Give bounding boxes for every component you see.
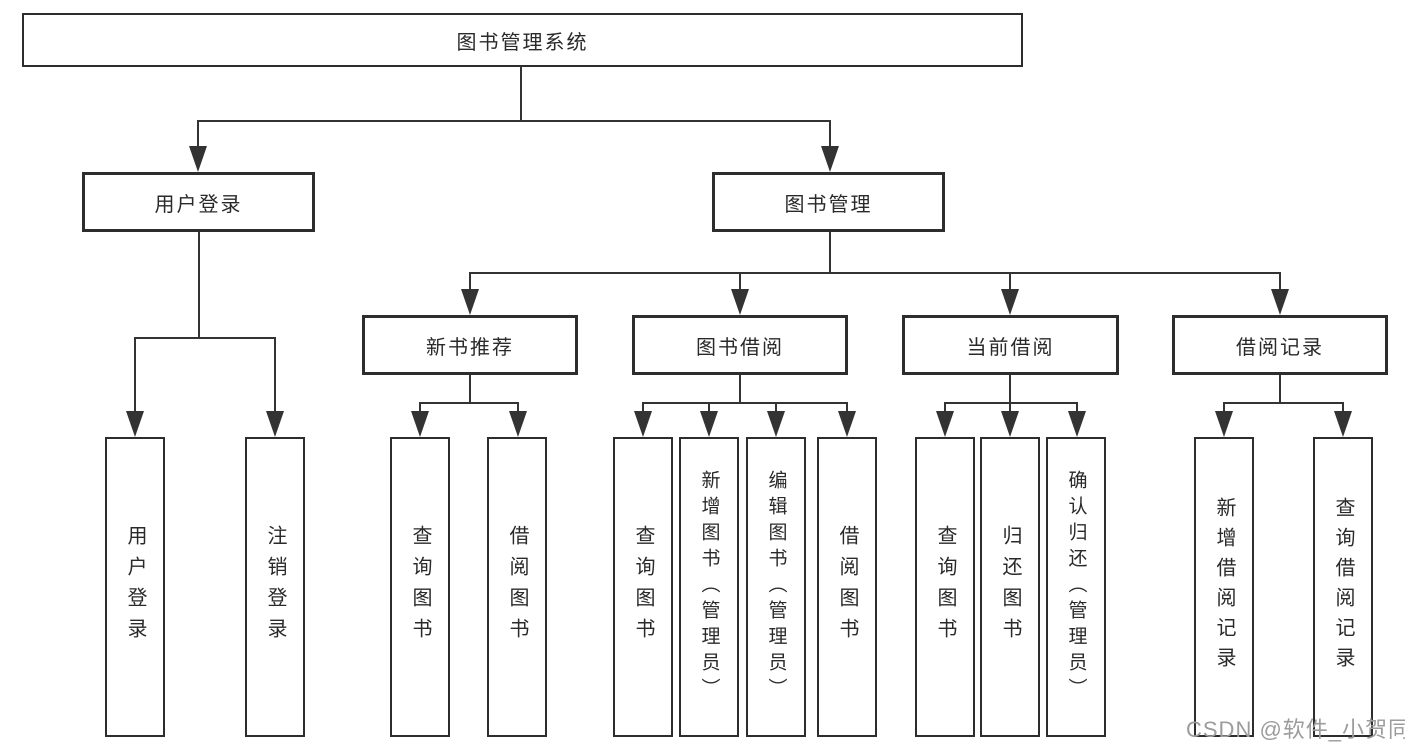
connector-hline: [469, 272, 1281, 274]
leaf-user-login-label: 用户登录: [124, 525, 146, 649]
connector-vline: [520, 66, 522, 120]
connector-vline: [197, 120, 199, 148]
arrow-down-icon: [126, 411, 144, 437]
arrow-down-icon: [1271, 289, 1289, 315]
connector-vline: [134, 337, 136, 411]
arrow-down-icon: [700, 411, 718, 437]
connector-vline: [1279, 272, 1281, 290]
connector-vline: [944, 402, 946, 411]
leaf-user-login: 用户登录: [105, 437, 165, 737]
connector-vline: [274, 337, 276, 411]
connector-vline: [1009, 272, 1011, 290]
arrow-down-icon: [936, 411, 954, 437]
connector-vline: [775, 402, 777, 411]
arrow-down-icon: [1068, 411, 1086, 437]
leaf-query-borrow-record-label: 查询借阅记录: [1332, 497, 1354, 677]
leaf-logout-login: 注销登录: [245, 437, 305, 737]
node-book-management-label: 图书管理: [784, 193, 873, 216]
arrow-down-icon: [838, 411, 856, 437]
node-user-login: 用户登录: [82, 172, 315, 232]
leaf-borrow-books-label: 借阅图书: [836, 525, 858, 649]
connector-hline: [944, 402, 1078, 404]
node-root: 图书管理系统: [22, 13, 1023, 67]
leaf-borrow-books-recommend-label: 借阅图书: [506, 525, 528, 649]
arrow-down-icon: [411, 411, 429, 437]
node-user-login-label: 用户登录: [154, 193, 243, 216]
leaf-add-borrow-record-label: 新增借阅记录: [1213, 497, 1235, 677]
leaf-query-borrow-record: 查询借阅记录: [1313, 437, 1373, 737]
leaf-add-borrow-record: 新增借阅记录: [1194, 437, 1254, 737]
connector-vline: [708, 402, 710, 411]
watermark: CSDN @软件_小贺同学: [1186, 717, 1405, 742]
connector-vline: [829, 232, 831, 272]
arrow-down-icon: [821, 146, 839, 172]
connector-vline: [739, 375, 741, 402]
connector-vline: [469, 272, 471, 290]
node-borrow-record: 借阅记录: [1172, 315, 1388, 375]
leaf-return-books-label: 归还图书: [999, 525, 1021, 649]
arrow-down-icon: [634, 411, 652, 437]
connector-hline: [134, 337, 276, 339]
leaf-edit-books-admin: 编辑图书（管理员）: [746, 437, 806, 737]
arrow-down-icon: [266, 411, 284, 437]
node-new-book-recommend: 新书推荐: [362, 315, 578, 375]
leaf-logout-login-label: 注销登录: [264, 525, 286, 649]
connector-vline: [1076, 402, 1078, 411]
leaf-return-books: 归还图书: [980, 437, 1040, 737]
leaf-add-books-admin-label: 新增图书（管理员）: [698, 470, 720, 704]
connector-vline: [1009, 375, 1011, 402]
connector-vline: [1009, 402, 1011, 411]
leaf-borrow-books-recommend: 借阅图书: [487, 437, 547, 737]
connector-vline: [517, 402, 519, 411]
leaf-add-books-admin: 新增图书（管理员）: [679, 437, 739, 737]
arrow-down-icon: [509, 411, 527, 437]
node-current-borrow: 当前借阅: [902, 315, 1119, 375]
leaf-query-books-current-label: 查询图书: [934, 525, 956, 649]
node-book-borrow-label: 图书借阅: [696, 336, 784, 359]
leaf-query-books-borrow-label: 查询图书: [632, 525, 654, 649]
connector-hline: [642, 402, 848, 404]
connector-vline: [642, 402, 644, 411]
arrow-down-icon: [1334, 411, 1352, 437]
node-current-borrow-label: 当前借阅: [966, 336, 1055, 359]
leaf-query-books-current: 查询图书: [915, 437, 975, 737]
leaf-query-books-recommend-label: 查询图书: [409, 525, 431, 649]
connector-vline: [739, 272, 741, 290]
connector-vline: [419, 402, 421, 411]
arrow-down-icon: [189, 146, 207, 172]
connector-vline: [1342, 402, 1344, 411]
connector-hline: [1223, 402, 1344, 404]
connector-vline: [829, 120, 831, 148]
node-root-label: 图书管理系统: [456, 31, 589, 54]
arrow-down-icon: [1001, 289, 1019, 315]
connector-vline: [1279, 375, 1281, 402]
arrow-down-icon: [731, 289, 749, 315]
connector-vline: [1223, 402, 1225, 411]
node-borrow-record-label: 借阅记录: [1236, 336, 1324, 359]
leaf-confirm-return-admin-label: 确认归还（管理员）: [1065, 470, 1087, 704]
leaf-query-books-borrow: 查询图书: [613, 437, 673, 737]
node-book-borrow: 图书借阅: [632, 315, 848, 375]
leaf-query-books-recommend: 查询图书: [390, 437, 450, 737]
leaf-confirm-return-admin: 确认归还（管理员）: [1046, 437, 1106, 737]
connector-vline: [198, 232, 200, 337]
arrow-down-icon: [1001, 411, 1019, 437]
arrow-down-icon: [1215, 411, 1233, 437]
node-new-book-recommend-label: 新书推荐: [426, 336, 514, 359]
arrow-down-icon: [461, 289, 479, 315]
connector-hline: [419, 402, 519, 404]
connector-vline: [469, 375, 471, 402]
leaf-edit-books-admin-label: 编辑图书（管理员）: [765, 470, 787, 704]
connector-vline: [846, 402, 848, 411]
arrow-down-icon: [767, 411, 785, 437]
leaf-borrow-books: 借阅图书: [817, 437, 877, 737]
node-book-management: 图书管理: [712, 172, 945, 232]
connector-hline: [197, 120, 831, 122]
